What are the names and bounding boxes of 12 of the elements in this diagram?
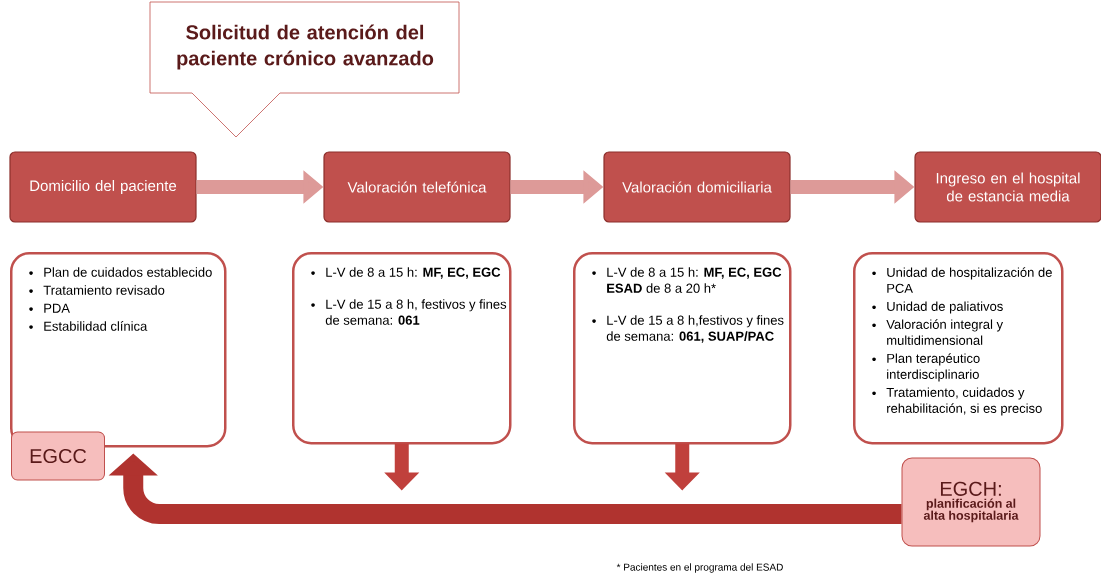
team-badge: EGCH: planificación al alta hospitalaria — [901, 457, 1041, 547]
step-box: Valoración telefónica — [323, 151, 511, 223]
callout-box: Solicitud de atención del paciente crónico avanzado — [149, 1, 460, 138]
detail-box: L-V de 8 a 15 h: MF, EC, EGC L-V de 15 a 8 h, festivos y fines de semana: 061 — [292, 252, 512, 445]
detail-box: L-V de 8 a 15 h: MF, EC, EGC ESAD de 8 a 20 h* L-V de 15 a 8 h,festivos y fines de semana: 061, SUAP/PAC — [573, 252, 792, 445]
team-badge: EGCC — [11, 431, 105, 481]
detail-box: Unidad de hospitalización de PCA Unidad de paliativos Valoración integral y multidimensional Plan terapéutico interdisciplinario Tratamiento, cuidados y rehabilitación, si es preciso — [853, 252, 1064, 445]
step-box: Ingreso en el hospital de estancia media — [914, 151, 1101, 223]
step-box: Domicilio del paciente — [9, 151, 197, 223]
step-box: Valoración domiciliaria — [603, 151, 791, 223]
footnote: * Pacientes en el programa del ESAD — [616, 563, 783, 573]
detail-box: Plan de cuidados establecido Tratamiento revisado PDA Estabilidad clínica — [10, 252, 227, 448]
